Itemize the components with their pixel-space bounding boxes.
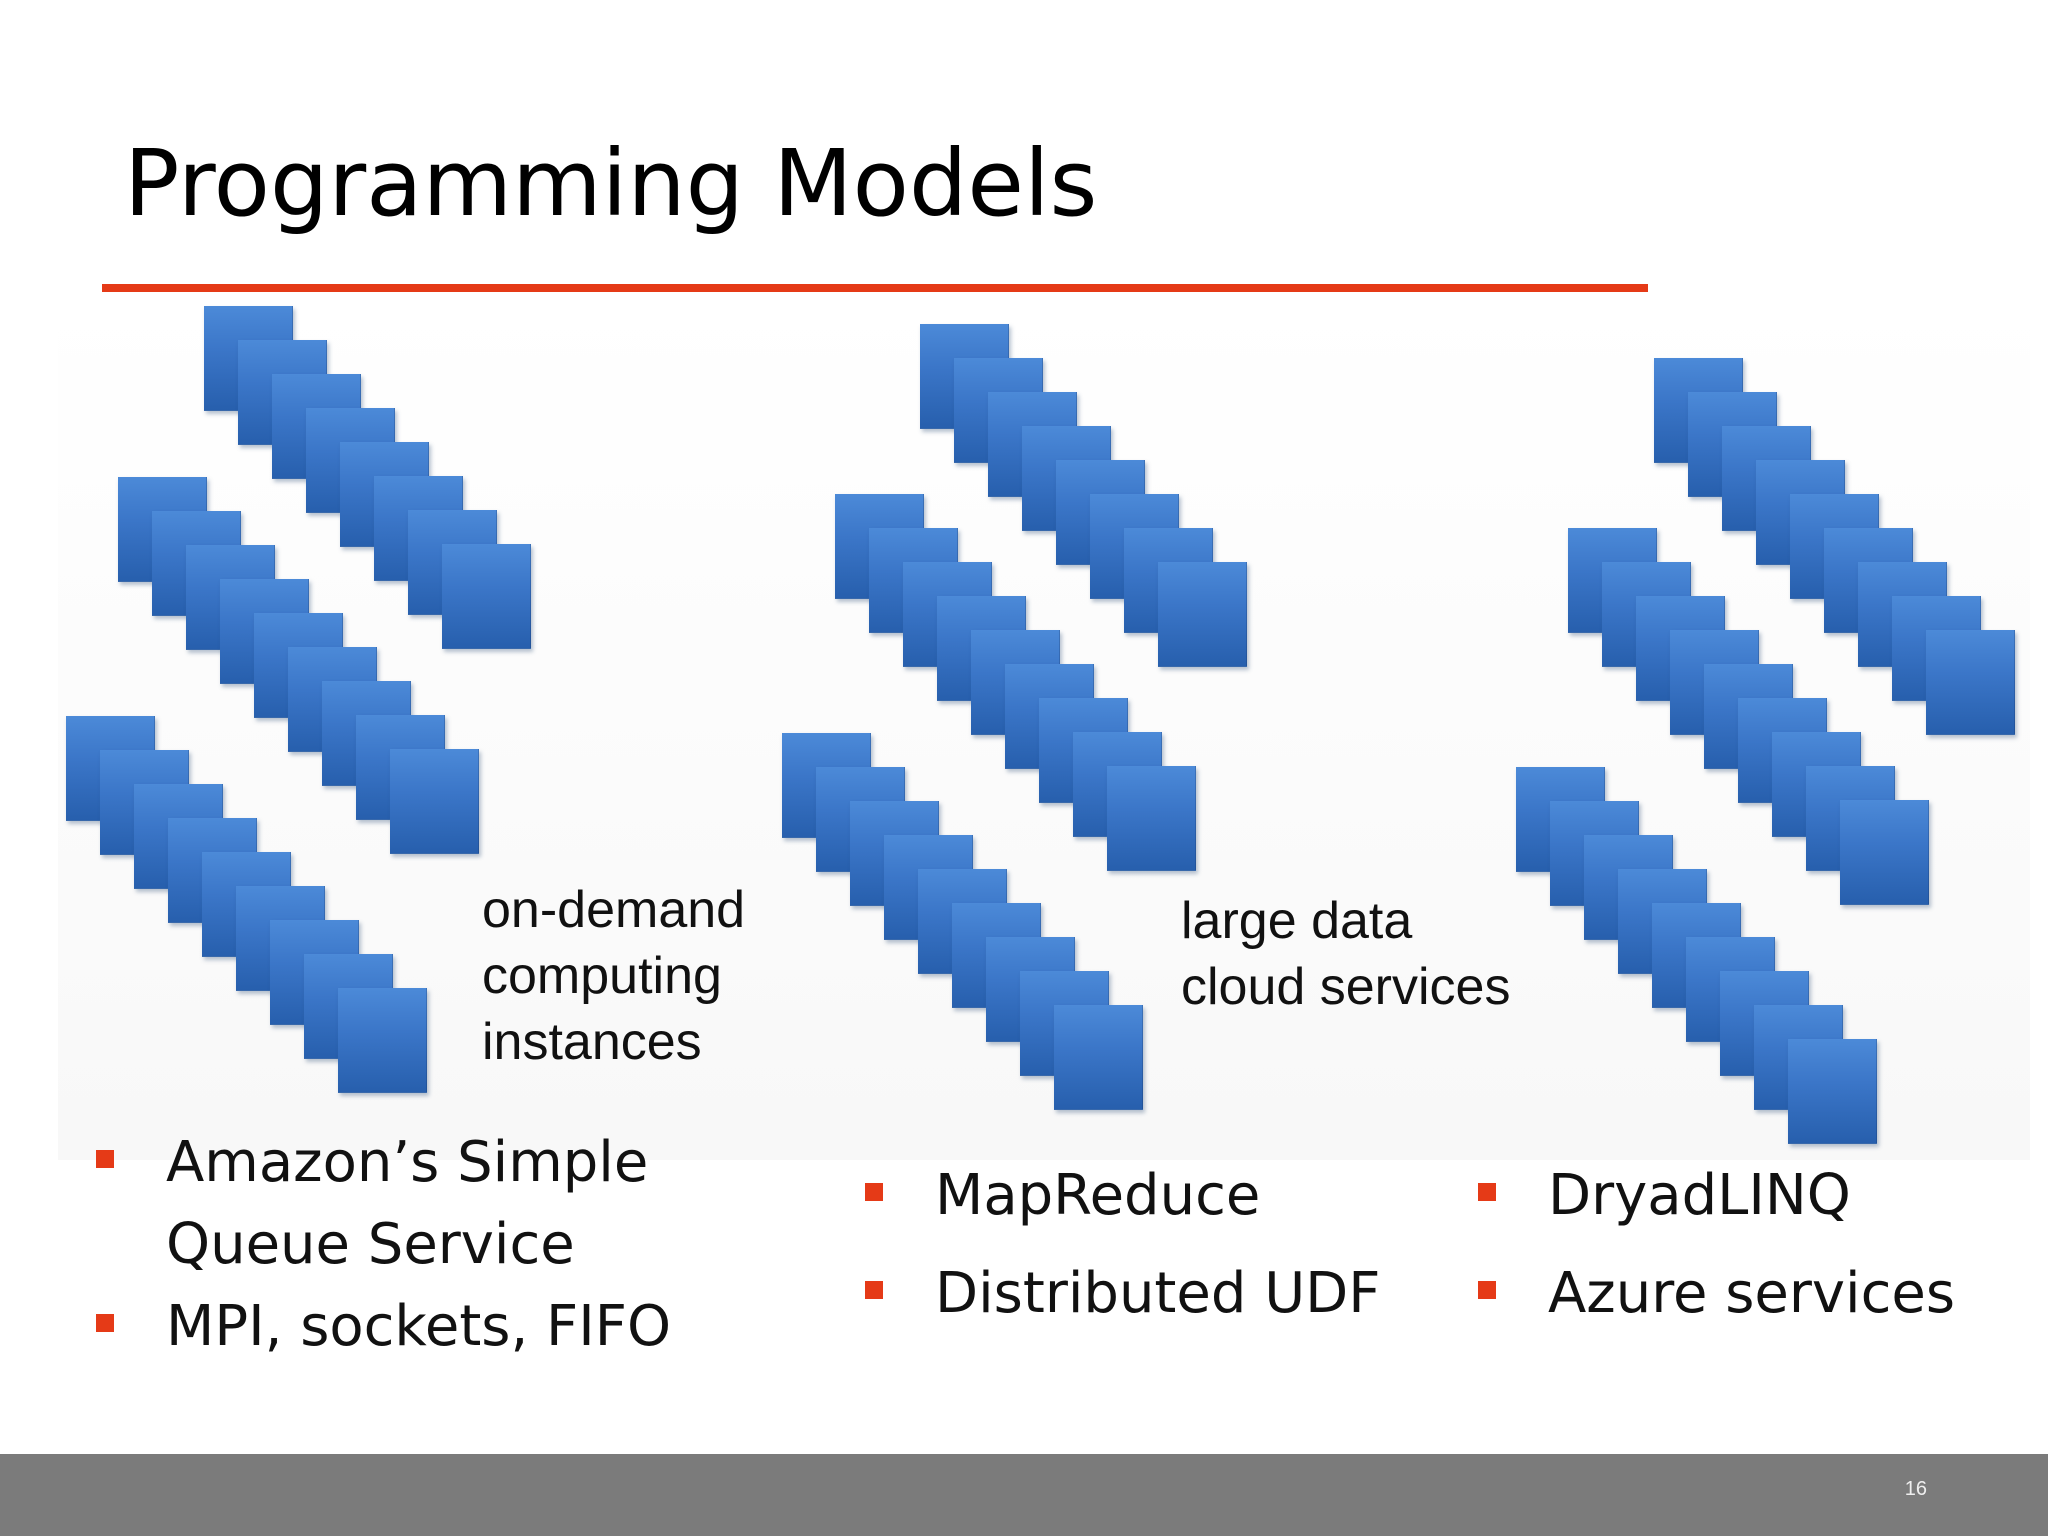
bullet-item: Amazon’s Simple Queue Service [96,1122,656,1286]
bullet-text: DryadLINQ [1548,1163,1851,1228]
card-stack-left-bottom [58,298,427,1093]
bullet-item: Distributed UDF [865,1253,1381,1335]
bullet-list-queue-models: Amazon’s Simple Queue Service MPI, socke… [96,1122,672,1368]
square-bullet-icon [865,1281,883,1299]
bullet-line: Queue Service [166,1212,575,1277]
bullet-item: DryadLINQ [1478,1155,1988,1237]
bullet-item: Azure services [1478,1253,1988,1335]
slide-title: Programming Models [124,130,1098,237]
card-stack-middle-top [58,298,1247,667]
square-bullet-icon [1478,1281,1496,1299]
slide-footer: 16 [0,1454,2048,1536]
blue-card-icon [1054,1005,1143,1110]
blue-card-icon [442,544,531,649]
title-divider [102,284,1648,292]
bullet-text: Azure services [1548,1261,1956,1326]
blue-card-icon [1788,1039,1877,1144]
caption-line: cloud services [1181,958,1511,1016]
caption-line: computing [482,947,722,1005]
square-bullet-icon [1478,1183,1496,1201]
caption-large-data-cloud-services: large data cloud services [1181,888,1510,1020]
caption-line: on-demand [482,881,746,939]
bullet-text: MPI, sockets, FIFO [166,1294,672,1359]
bullet-item: MapReduce [865,1155,1335,1237]
blue-card-icon [390,749,479,854]
square-bullet-icon [865,1183,883,1201]
card-stack-left-top [58,298,531,649]
bullet-text: MapReduce [935,1163,1261,1228]
card-stack-right-middle [58,298,1929,905]
bullet-text: Distributed UDF [935,1261,1381,1326]
caption-line: large data [1181,892,1413,950]
card-stack-right-top [58,298,2015,735]
blue-card-icon [338,988,427,1093]
page-number: 16 [1904,1478,1927,1500]
caption-on-demand-computing-instances: on-demand computing instances [482,877,745,1075]
card-stack-middle-middle [58,298,1196,871]
blue-card-icon [1107,766,1196,871]
square-bullet-icon [96,1150,114,1168]
card-stack-right-bottom [58,298,1877,1144]
square-bullet-icon [96,1314,114,1332]
blue-card-icon [1158,562,1247,667]
blue-card-icon [1840,800,1929,905]
bullet-list-mapreduce-models: MapReduce Distributed UDF [865,1155,1381,1335]
programming-models-illustration [58,298,2030,1160]
blue-card-icon [1926,630,2015,735]
card-stack-left-middle [58,298,479,854]
bullet-item: MPI, sockets, FIFO [96,1286,672,1368]
caption-line: instances [482,1013,702,1071]
bullet-text: Amazon’s Simple Queue Service [166,1122,656,1286]
card-stack-middle-bottom [58,298,1143,1110]
bullet-line: Amazon’s Simple [166,1130,649,1195]
bullet-list-azure-models: DryadLINQ Azure services [1478,1155,1988,1335]
